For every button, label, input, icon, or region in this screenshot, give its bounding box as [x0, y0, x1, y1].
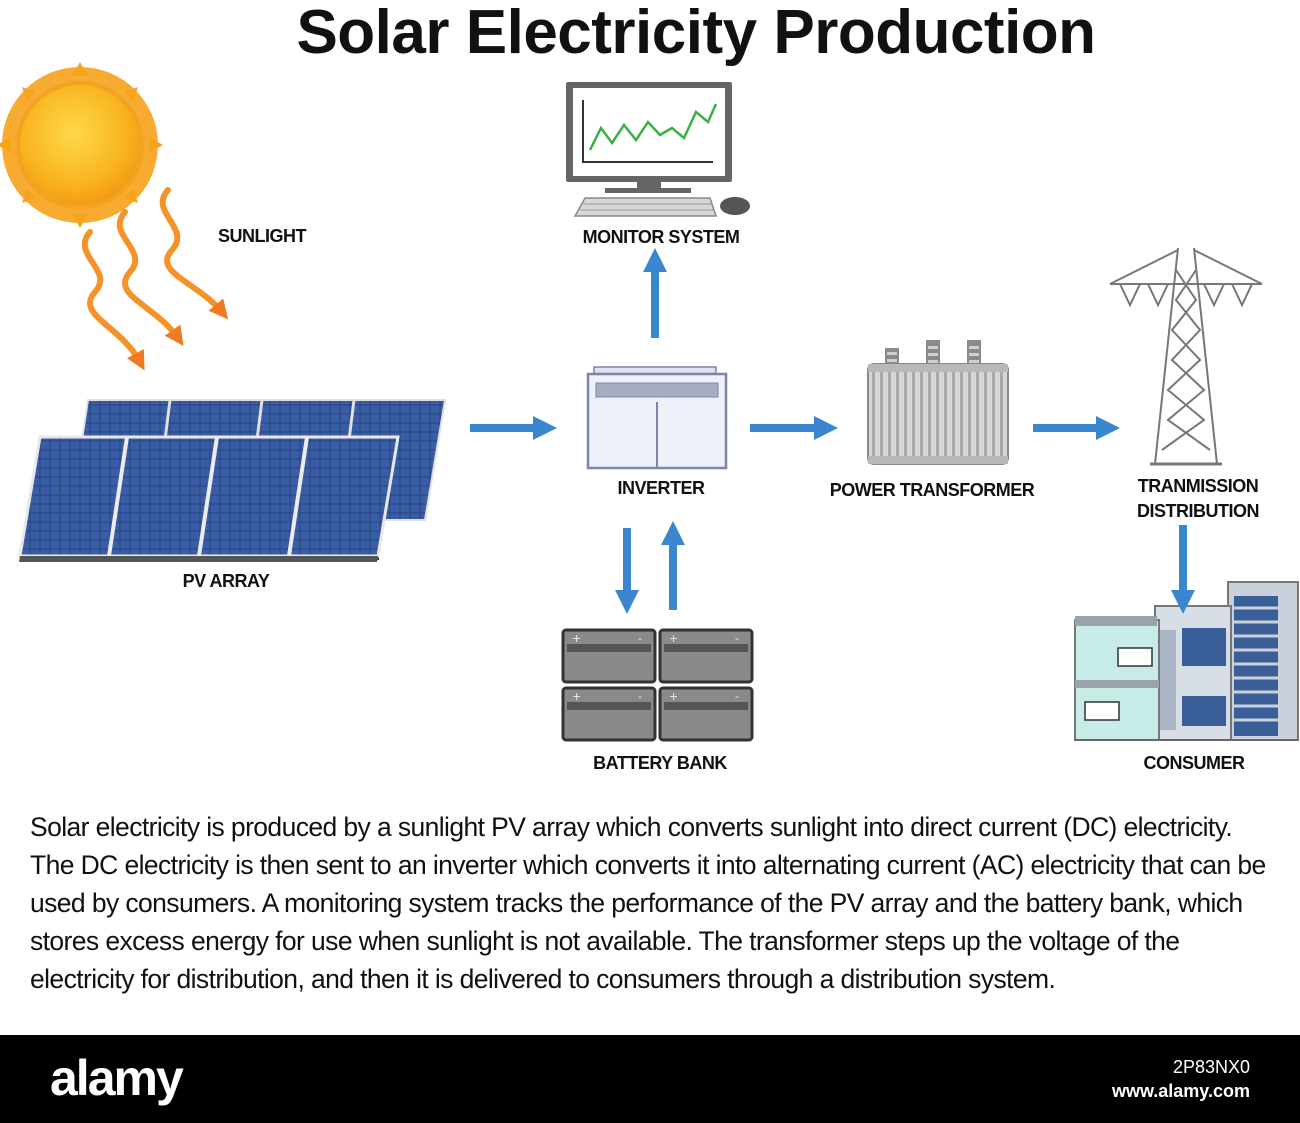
label-power-transformer: POWER TRANSFORMER [829, 480, 1035, 500]
sun-icon [0, 62, 163, 228]
diagram-graphics: + - + - + - + - [0, 62, 1299, 742]
flow-arrows [470, 248, 1195, 614]
label-transmission-line1: TRANMISSION [1137, 476, 1259, 496]
image-id: 2P83NX0 [1172, 1057, 1250, 1077]
svg-text:-: - [735, 632, 739, 645]
site-url: www.alamy.com [1111, 1081, 1250, 1101]
battery-bank-icon: + - + - + - + - [561, 628, 754, 742]
sunlight-rays [81, 187, 229, 371]
label-consumer: CONSUMER [1143, 753, 1245, 773]
label-monitor-system: MONITOR SYSTEM [582, 227, 740, 247]
svg-text:-: - [638, 690, 642, 703]
label-inverter: INVERTER [617, 478, 705, 498]
svg-text:-: - [735, 690, 739, 703]
brand-logo: alamy [50, 1050, 184, 1106]
label-sunlight: SUNLIGHT [218, 226, 307, 246]
page-title: Solar Electricity Production [296, 0, 1096, 67]
svg-text:+: + [572, 632, 581, 645]
description-paragraph: Solar electricity is produced by a sunli… [30, 812, 1266, 994]
label-pv-array: PV ARRAY [182, 571, 270, 591]
svg-text:-: - [638, 632, 642, 645]
svg-text:+: + [669, 690, 678, 703]
inverter-icon [586, 366, 728, 470]
consumer-buildings-icon [1074, 581, 1299, 741]
label-transmission: TRANMISSION DISTRIBUTION [1137, 475, 1260, 522]
label-battery-bank: BATTERY BANK [593, 753, 727, 773]
svg-text:+: + [572, 690, 581, 703]
label-transmission-line2: DISTRIBUTION [1137, 501, 1260, 521]
watermark-footer: alamy 2P83NX0 www.alamy.com [0, 1035, 1300, 1123]
transformer-icon [867, 340, 1009, 465]
pv-array-icon [18, 399, 447, 562]
transmission-tower-icon [1109, 247, 1263, 466]
monitor-icon [566, 82, 750, 217]
svg-text:+: + [669, 632, 678, 645]
